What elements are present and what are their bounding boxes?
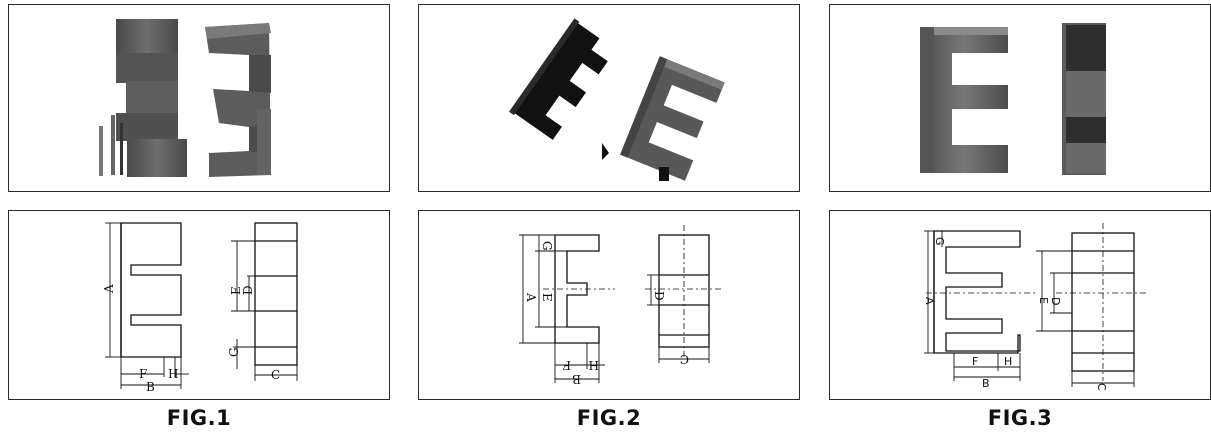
fig2-label-D: D	[652, 291, 666, 301]
fig2-label-H: H	[589, 358, 599, 372]
fig1-dimension-drawing: A F H B E D G C	[8, 210, 390, 400]
figure-1: A F H B E D G C FIG.1	[8, 0, 390, 437]
fig3-caption: FIG.3	[987, 406, 1053, 430]
fig1-label-A: A	[102, 284, 116, 294]
fig2-label-A: A	[524, 292, 538, 302]
fig1-label-G: G	[227, 347, 241, 357]
fig2-label-F: F	[563, 358, 571, 372]
fig3-drawing-svg: A G E D F H B C	[923, 223, 1148, 391]
fig1-photo-panel	[8, 4, 390, 192]
fig2-label-B: B	[572, 372, 581, 386]
fig1-drawing-svg: A F H B E D G C	[102, 222, 298, 394]
fig3-label-E: E	[1037, 297, 1050, 304]
fig3-label-C: C	[1095, 383, 1108, 391]
fig2-label-E: E	[540, 293, 554, 302]
fig2-label-C: C	[680, 352, 689, 366]
fig1-label-B: B	[146, 380, 155, 394]
fig2-label-G: G	[540, 241, 554, 251]
fig1-label-H: H	[168, 367, 178, 381]
fig2-caption: FIG.2	[576, 406, 642, 430]
fig3-label-A: A	[923, 297, 936, 305]
fig3-label-G: G	[933, 237, 946, 246]
fig2-photo-panel	[418, 4, 800, 192]
fig3-label-B: B	[982, 377, 990, 390]
fig2-dimension-drawing: A E G F H B D C	[418, 210, 800, 400]
fig3-dimension-drawing: A G E D F H B C	[829, 210, 1211, 400]
fig1-label-D: D	[241, 285, 255, 295]
fig2-drawing-svg: A E G F H B D C	[519, 225, 721, 386]
fig1-caption: FIG.1	[166, 406, 232, 430]
fig3-label-F: F	[972, 355, 978, 368]
fig3-label-H: H	[1004, 355, 1012, 368]
fig1-label-C: C	[271, 368, 280, 382]
fig1-label-F: F	[139, 367, 147, 381]
fig3-label-D: D	[1049, 297, 1062, 305]
fig1-label-E: E	[229, 286, 243, 295]
fig2-ferrite-core-photo	[509, 18, 725, 181]
fig3-ferrite-core-photo	[920, 23, 1106, 175]
figure-3: A G E D F H B C FIG.3	[829, 0, 1211, 437]
figure-2: A E G F H B D C FIG.2	[418, 0, 800, 437]
fig3-photo-panel	[829, 4, 1211, 192]
fig1-ferrite-core-photo	[99, 19, 271, 177]
